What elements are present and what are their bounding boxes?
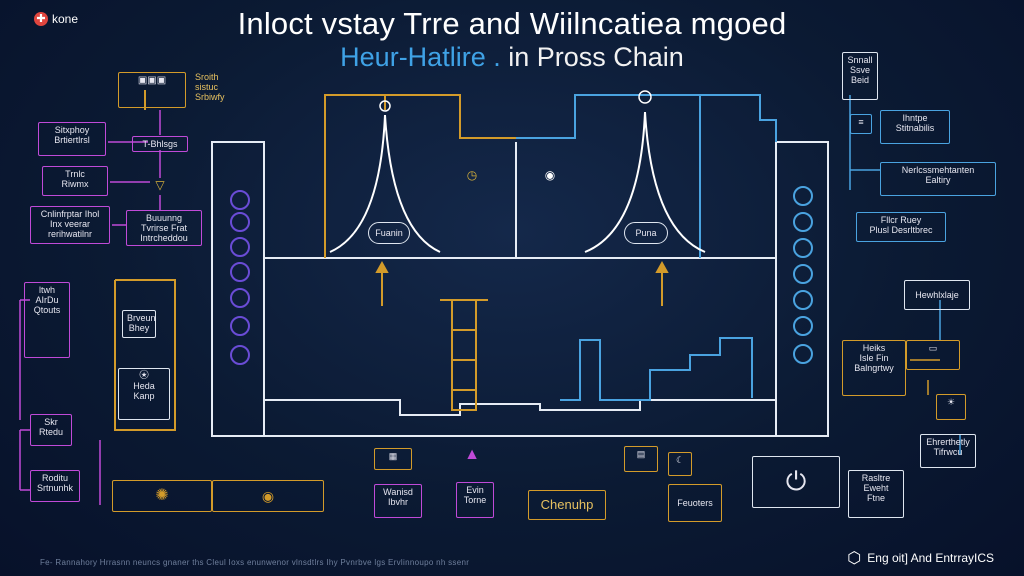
bottom-spark-box: ✺ <box>112 480 212 512</box>
right-box-3: Nerlcssmehtanten Ealtiry <box>880 162 996 196</box>
right-sun-icon: ☀ <box>936 394 966 420</box>
footer-text: Fe- Rannahory Hrrasnn neuncs gnaner ths … <box>40 558 470 567</box>
brand-logo: ✚ kone <box>34 12 78 26</box>
page-subtitle: Heur-Hatlire . in Pross Chain <box>0 42 1024 73</box>
left-box-4: Cnlinfrptar Ihol Inx veerar rerihwatilnr <box>30 206 110 244</box>
left-box-8: ⍟ Heda Kanp <box>118 368 170 420</box>
left-box-3: Trnlc Riwmx <box>42 166 108 196</box>
center-node-right: Puna <box>624 222 668 244</box>
left-top-node: ▣▣▣ <box>118 72 186 108</box>
footer-brand-text: Eng oit] And EntrrayICS <box>867 551 994 565</box>
footer-brand: ⬡ Eng oit] And EntrrayICS <box>847 548 994 568</box>
bottom-box-2: Evin Torne <box>456 482 494 518</box>
right-box-6: Heiks Isle Fin Balngrtwy <box>842 340 906 396</box>
left-box-8-label: Heda Kanp <box>133 381 155 401</box>
left-box-9: Skr Rtedu <box>30 414 72 446</box>
bottom-circle-box: ◉ <box>212 480 324 512</box>
bottom-grid-icon: ▤ <box>624 446 658 472</box>
logo-text: kone <box>52 12 79 26</box>
bottom-box-3: Chenuhp <box>528 490 606 520</box>
right-box-1: Snnall Ssve Beid <box>842 52 878 100</box>
subtitle-rest: in Pross Chain <box>508 42 684 72</box>
up-arrow-icon: ▲ <box>464 446 480 463</box>
left-top-node-glyph: ▣▣▣ <box>137 75 167 86</box>
left-top-label: Sroith sistuc Srbiwfy <box>195 72 225 102</box>
left-box-7: Brveun Bhey <box>122 310 156 338</box>
bottom-small-icon-box: ▦ <box>374 448 412 470</box>
right-chart-icon: ≡ <box>850 114 872 134</box>
right-box-4: Fllcr Ruey Plusl Desrltbrec <box>856 212 946 242</box>
left-box-2: T-Bhlsgs <box>132 136 188 152</box>
funnel-icon: ▽ <box>155 178 165 192</box>
right-card-icon: ▭ <box>906 340 960 370</box>
plus-icon: ✚ <box>34 12 48 26</box>
left-box-6: ltwh AIrDu Qtouts <box>24 282 70 358</box>
left-box-10: Roditu Srtnunhk <box>30 470 80 502</box>
center-node-left: Fuanin <box>368 222 410 244</box>
page-title: Inloct vstay Trre and Wiilncatiea mgoed <box>237 6 787 41</box>
right-power-box: ⏻ <box>752 456 840 508</box>
circle-icon: ◉ <box>261 488 275 504</box>
left-box-5: Buuunng Tvrirse Frat Intrcheddou <box>126 210 202 246</box>
right-box-5: Hewhlxlaje <box>904 280 970 310</box>
right-box-8: Rasltre Eweht Ftne <box>848 470 904 518</box>
subtitle-highlight: Heur-Hatlire . <box>340 42 501 72</box>
bottom-box-1: Wanisd Ibvhr <box>374 484 422 518</box>
gauge-icon-right: ◉ <box>544 168 556 182</box>
spark-icon: ✺ <box>155 487 169 504</box>
gauge-icon-left: ◷ <box>466 168 478 182</box>
power-icon: ⏻ <box>785 466 807 496</box>
right-box-2: Ihntpe Stitnabilis <box>880 110 950 144</box>
right-box-7: Ehrerthetly Tifrwcu <box>920 434 976 468</box>
left-box-1: Sitxphoy Brtiertlrsl <box>38 122 106 156</box>
brand-hex-icon: ⬡ <box>847 550 862 567</box>
bottom-box-4: Feuoters <box>668 484 722 522</box>
bottom-moon-icon: ☾ <box>668 452 692 476</box>
lamp-icon: ⍟ <box>139 367 149 384</box>
